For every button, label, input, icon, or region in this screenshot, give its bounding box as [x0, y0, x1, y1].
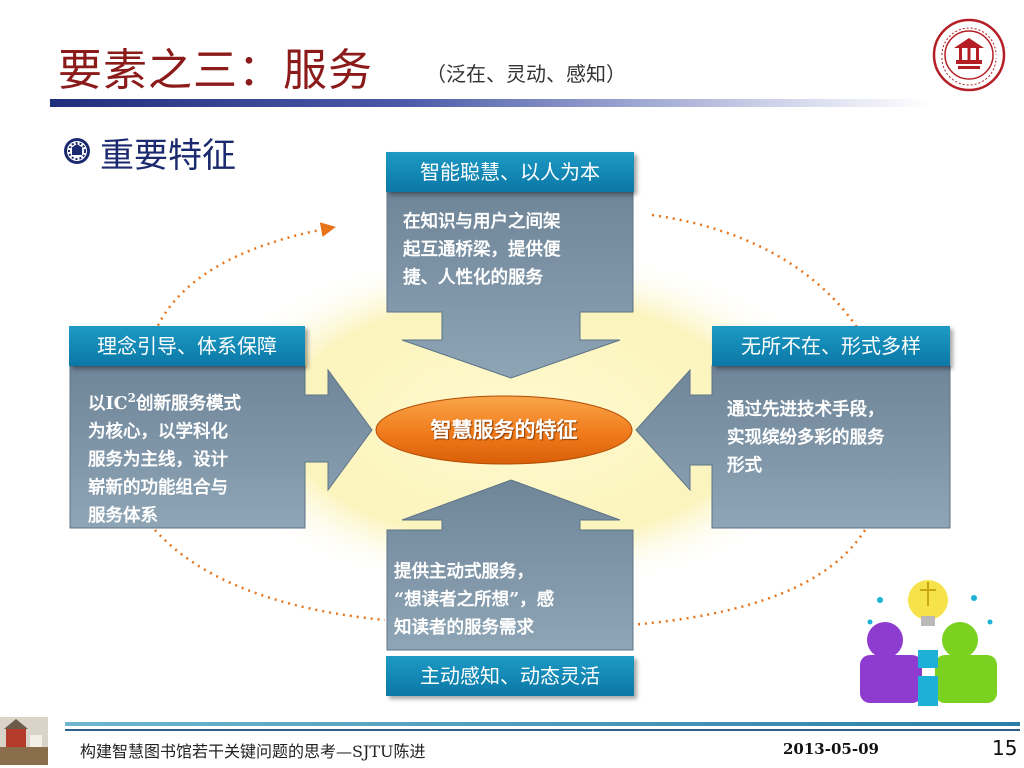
diagram-graphics	[69, 191, 997, 706]
top-desc-line: 捷、人性化的服务	[403, 268, 543, 288]
top-arrow-panel	[386, 191, 634, 379]
idea-people-icon	[860, 580, 997, 706]
page-number: 15	[992, 736, 1018, 760]
right-desc-line: 形式	[727, 456, 762, 476]
gear-bullet-icon	[64, 138, 90, 164]
left-arrow-panel	[69, 365, 373, 529]
slide-subtitle: （泛在、灵动、感知）	[426, 62, 626, 86]
slide-title: 要素之三：服务	[58, 45, 373, 96]
bottom-feature-header: 主动感知、动态灵活	[386, 656, 634, 696]
left-desc-line: 以IC2创新服务模式	[88, 384, 313, 418]
campus-photo-icon	[0, 717, 48, 765]
bottom-desc-line: “想读者之所想”，感	[394, 590, 555, 610]
footer-date: 2013-05-09	[783, 740, 879, 758]
features-heading: 重要特征	[100, 136, 236, 176]
dotted-arc-bottom-right	[629, 529, 867, 627]
left-desc-suffix: 创新服务模式	[135, 393, 241, 414]
left-desc-line: 崭新的功能组合与	[88, 477, 228, 498]
center-label: 智慧服务的特征	[430, 418, 578, 442]
left-feature-description: 以IC2创新服务模式 为核心，以学科化 服务为主线，设计 崭新的功能组合与 服务…	[88, 384, 313, 530]
right-desc-line: 实现缤纷多彩的服务	[727, 428, 885, 448]
right-desc-line: 通过先进技术手段，	[727, 400, 885, 420]
footer-caption: 构建智慧图书馆若干关键问题的思考—SJTU陈进	[80, 742, 426, 761]
top-feature-header: 智能聪慧、以人为本	[386, 152, 634, 192]
university-seal-icon	[932, 18, 1006, 92]
bottom-arrow-panel	[386, 479, 634, 651]
right-feature-description: 通过先进技术手段， 实现缤纷多彩的服务 形式	[727, 396, 952, 480]
footer-divider-thin	[65, 729, 1020, 731]
top-feature-description: 在知识与用户之间架 起互通桥梁，提供便 捷、人性化的服务	[403, 208, 628, 292]
title-divider	[50, 99, 930, 107]
bottom-desc-line: 提供主动式服务，	[394, 562, 534, 582]
left-feature-header: 理念引导、体系保障	[69, 326, 305, 366]
top-desc-line: 起互通桥梁，提供便	[403, 240, 561, 260]
bottom-feature-description: 提供主动式服务， “想读者之所想”，感 知读者的服务需求	[394, 558, 629, 642]
center-oval	[375, 395, 633, 465]
footer-divider	[65, 722, 1020, 726]
right-arrow-panel	[635, 365, 951, 529]
left-desc-line: 服务体系	[88, 505, 158, 526]
bottom-desc-line: 知读者的服务需求	[394, 618, 534, 638]
left-desc-line: 为核心，以学科化	[88, 421, 228, 442]
left-desc-prefix: 以IC	[88, 393, 128, 414]
top-desc-line: 在知识与用户之间架	[403, 212, 561, 232]
right-feature-header: 无所不在、形式多样	[712, 326, 950, 366]
service-features-diagram: 智能聪慧、以人为本 理念引导、体系保障 无所不在、形式多样 主动感知、动态灵活 …	[0, 120, 1024, 710]
left-desc-superscript: 2	[127, 391, 136, 405]
left-desc-line: 服务为主线，设计	[88, 449, 228, 470]
